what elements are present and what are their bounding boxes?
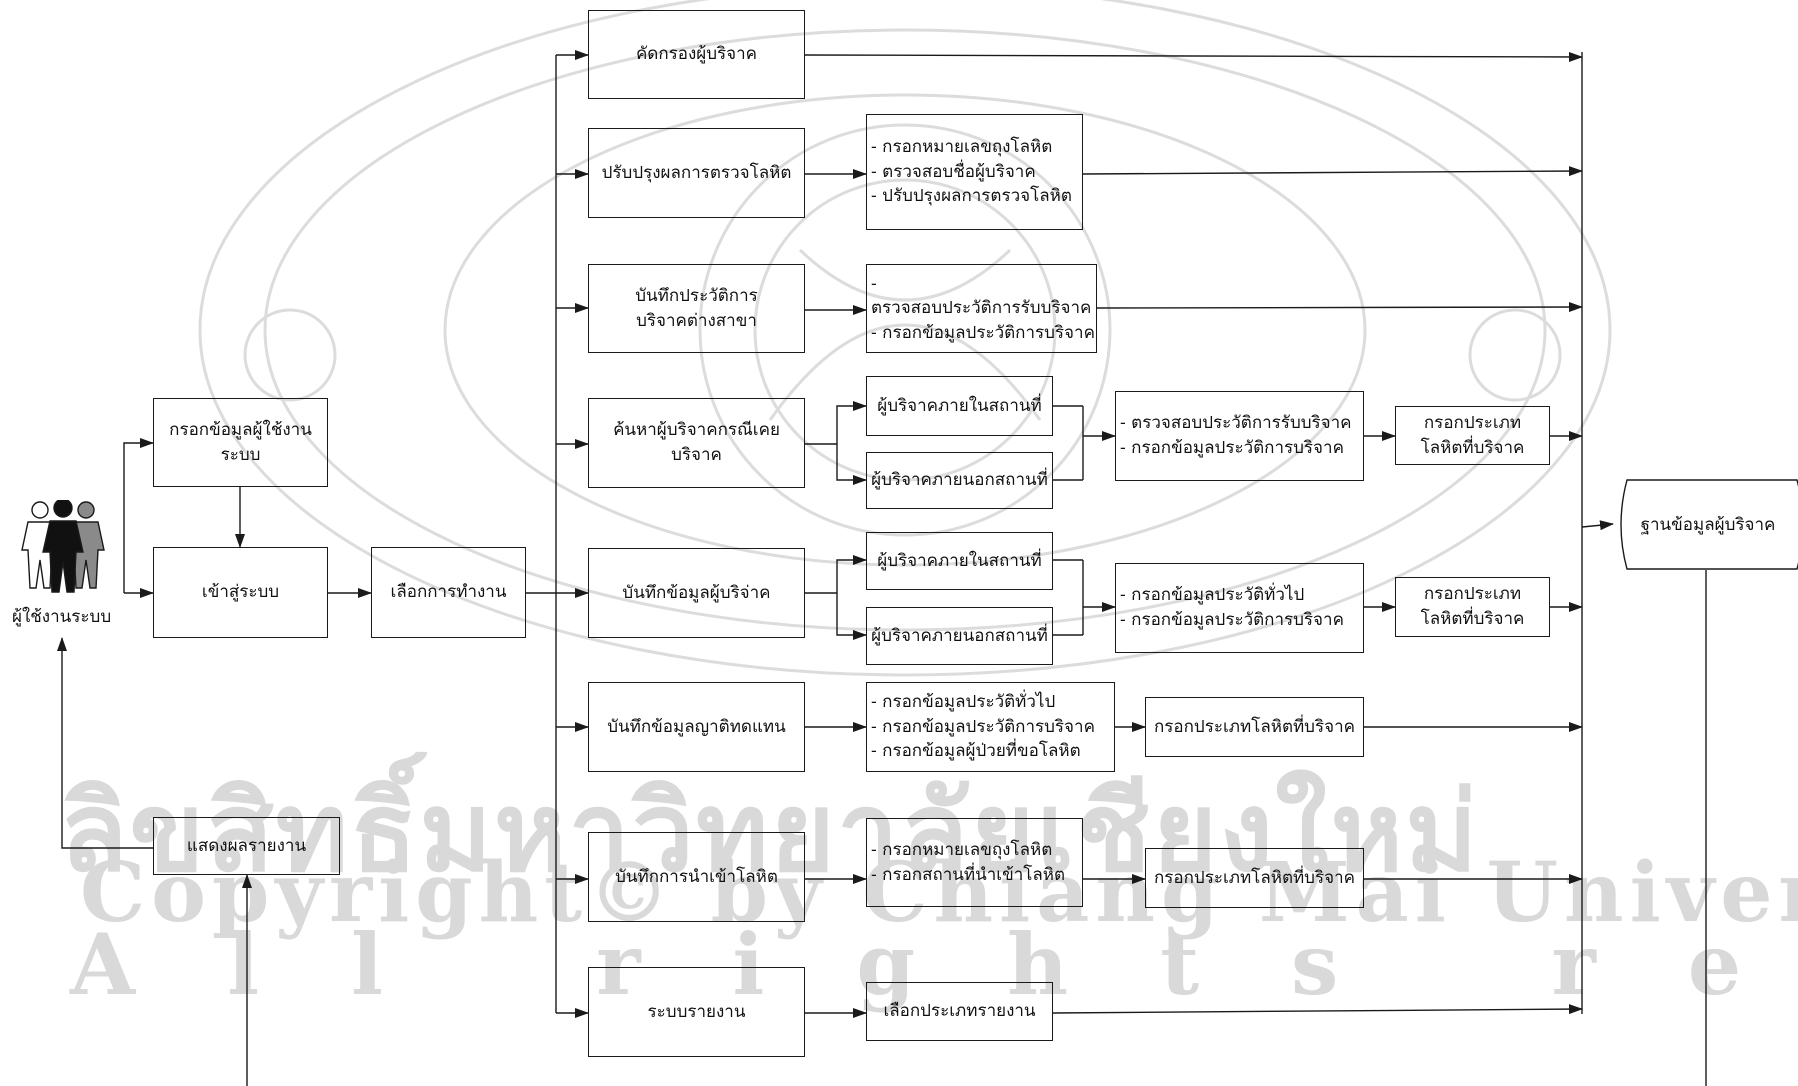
list-line: -	[871, 273, 877, 294]
list-line: ตรวจสอบประวัติการรับบริจาค	[871, 298, 1092, 319]
list-line: - กรอกข้อมูลประวัติทั่วไป	[1120, 585, 1305, 606]
box-label: กรอกประเภทโลหิตที่บริจาค	[1153, 867, 1355, 888]
database-label: ฐานข้อมูลผู้บริจาค	[1640, 514, 1776, 535]
box-search-blood-type[interactable]: กรอกประเภทโลหิตที่บริจาค	[1395, 406, 1550, 465]
box-label: ผู้บริจาคภายนอกสถานที่	[871, 470, 1048, 491]
box-label: บันทึกข้อมูลผู้บริจ่าค	[622, 582, 771, 603]
box-import-steps: - กรอกหมายเลขถุงโลหิต - กรอกสถานที่นำเข้…	[866, 818, 1083, 907]
list-line: - กรอกข้อมูลประวัติการบริจาค	[871, 716, 1095, 737]
box-label: กรอกประเภทโลหิตที่บริจาค	[1420, 412, 1525, 458]
box-update-blood-test[interactable]: ปรับปรุงผลการตรวจโลหิต	[588, 128, 805, 218]
box-update-steps: - กรอกหมายเลขถุงโลหิต - ตรวจสอบชื่อผู้บร…	[866, 114, 1083, 230]
box-record-donor[interactable]: บันทึกข้อมูลผู้บริจ่าค	[588, 548, 805, 638]
box-show-report[interactable]: แสดงผลรายงาน	[153, 817, 340, 875]
list-line: - ตรวจสอบประวัติการรับบริจาค	[1120, 413, 1352, 434]
box-label: บันทึกประวัติการบริจาคต่างสาขา	[635, 285, 758, 331]
list-line: - กรอกข้อมูลผู้ป่วยที่ขอโลหิต	[871, 741, 1081, 762]
box-record-import[interactable]: บันทึกการนำเข้าโลหิต	[588, 832, 805, 922]
list-line: - ตรวจสอบชื่อผู้บริจาค	[871, 161, 1036, 182]
box-record-relative[interactable]: บันทึกข้อมูลญาติทดแทน	[588, 682, 805, 772]
box-label: เลือกประเภทรายงาน	[883, 1001, 1036, 1022]
box-label: ระบบรายงาน	[647, 1001, 746, 1022]
actor-label: ผู้ใช้งานระบบ	[12, 607, 112, 627]
box-search-inside[interactable]: ผู้บริจาคภายในสถานที่	[866, 376, 1053, 436]
box-relative-blood-type[interactable]: กรอกประเภทโลหิตที่บริจาค	[1145, 697, 1364, 757]
users-actor-icon	[21, 500, 105, 593]
box-screen-donor[interactable]: คัดกรองผู้บริจาค	[588, 10, 805, 99]
box-label: ผู้บริจาคภายในสถานที่	[877, 395, 1042, 416]
box-relative-steps: - กรอกข้อมูลประวัติทั่วไป - กรอกข้อมูลปร…	[866, 682, 1115, 772]
box-record-inside[interactable]: ผู้บริจาคภายในสถานที่	[866, 532, 1053, 590]
box-label: เลือกการทำงาน	[390, 582, 507, 603]
box-label: แสดงผลรายงาน	[186, 835, 307, 856]
box-label: เข้าสู่ระบบ	[201, 582, 280, 603]
box-search-donor[interactable]: ค้นหาผู้บริจาคกรณีเคยบริจาค	[588, 398, 805, 488]
box-branch-steps: - ตรวจสอบประวัติการรับบริจาค - กรอกข้อมู…	[866, 264, 1097, 353]
box-label: ค้นหาผู้บริจาคกรณีเคยบริจาค	[613, 420, 780, 465]
box-choose-task[interactable]: เลือกการทำงาน	[371, 547, 526, 638]
box-label: บันทึกข้อมูลญาติทดแทน	[607, 716, 786, 737]
box-label: ปรับปรุงผลการตรวจโลหิต	[601, 162, 792, 183]
box-branch-history[interactable]: บันทึกประวัติการบริจาคต่างสาขา	[588, 264, 805, 353]
list-line: - กรอกสถานที่นำเข้าโลหิต	[871, 864, 1066, 885]
list-line: - กรอกหมายเลขถุงโลหิต	[871, 839, 1053, 860]
list-line: - กรอกข้อมูลประวัติการบริจาค	[1120, 610, 1344, 630]
list-line: - กรอกข้อมูลประวัติการบริจาค	[1120, 438, 1344, 458]
box-import-blood-type[interactable]: กรอกประเภทโลหิตที่บริจาค	[1145, 848, 1364, 908]
list-line: - กรอกข้อมูลประวัติทั่วไป	[871, 692, 1056, 713]
database-icon	[1620, 479, 1798, 570]
box-search-outside[interactable]: ผู้บริจาคภายนอกสถานที่	[866, 452, 1053, 509]
box-label: ผู้บริจาคภายนอกสถานที่	[871, 625, 1048, 646]
box-enter-user-info[interactable]: กรอกข้อมูลผู้ใช้งานระบบ	[153, 398, 328, 487]
box-login[interactable]: เข้าสู่ระบบ	[153, 547, 328, 638]
box-report-system[interactable]: ระบบรายงาน	[588, 967, 805, 1057]
box-label: บันทึกการนำเข้าโลหิต	[615, 866, 778, 887]
box-record-steps: - กรอกข้อมูลประวัติทั่วไป - กรอกข้อมูลปร…	[1115, 563, 1364, 653]
box-label: กรอกประเภทโลหิตที่บริจาค	[1153, 716, 1355, 737]
box-record-outside[interactable]: ผู้บริจาคภายนอกสถานที่	[866, 607, 1053, 665]
box-label: คัดกรองผู้บริจาค	[635, 44, 758, 65]
list-line: - กรอกข้อมูลประวัติการบริจาค	[871, 322, 1095, 343]
donor-database: ฐานข้อมูลผู้บริจาค	[1613, 479, 1798, 570]
box-search-steps: - ตรวจสอบประวัติการรับบริจาค - กรอกข้อมู…	[1115, 391, 1364, 481]
list-line: - กรอกหมายเลขถุงโลหิต	[871, 137, 1053, 158]
box-record-blood-type[interactable]: กรอกประเภทโลหิตที่บริจาค	[1395, 577, 1550, 637]
box-label: กรอกข้อมูลผู้ใช้งานระบบ	[169, 419, 312, 465]
list-line: - ปรับปรุงผลการตรวจโลหิต	[871, 186, 1072, 207]
box-label: ผู้บริจาคภายในสถานที่	[877, 550, 1042, 571]
box-choose-report-type[interactable]: เลือกประเภทรายงาน	[866, 982, 1053, 1041]
box-label: กรอกประเภทโลหิตที่บริจาค	[1420, 584, 1525, 629]
